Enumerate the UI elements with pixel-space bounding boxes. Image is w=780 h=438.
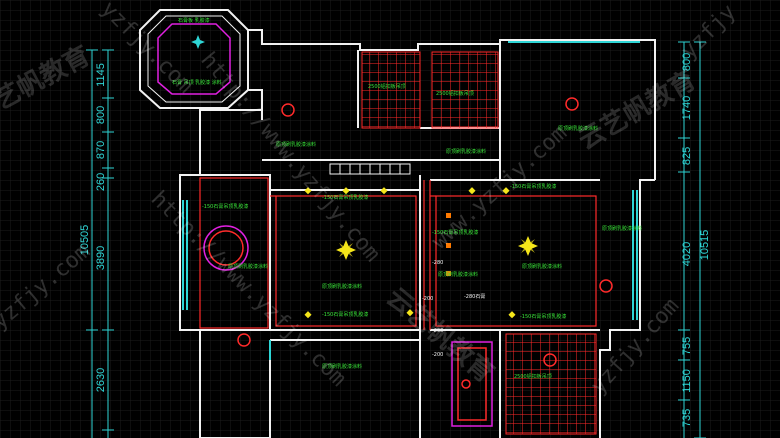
note-bottom-left-room: 原顶刷乳胶漆涂料 [322, 363, 362, 370]
note-bottom-kitchen: 2500铝扣板吊顶 [514, 373, 552, 380]
note-level-3: -150石膏吊顶乳胶漆 [510, 183, 556, 190]
bay-light-icon [191, 35, 205, 49]
magenta-details [157, 23, 493, 427]
note-bay-window: 石膏 吊顶 乳胶漆 涂料 [172, 79, 222, 86]
note-corridor-left: 原顶刷乳胶漆涂料 [276, 141, 316, 148]
left-dimension-chain [86, 49, 114, 438]
dim-left-260: 260 [95, 173, 107, 191]
note-bath-1: 2500铝扣板吊顶 [368, 83, 406, 90]
windows [182, 41, 640, 360]
dim-left-2630: 2630 [95, 368, 107, 392]
note-label-b: -280 [432, 260, 443, 266]
note-level-2: -150石膏吊顶乳胶漆 [322, 194, 368, 201]
ceiling-light-markers [237, 97, 613, 389]
dim-left-1145: 1145 [95, 63, 107, 87]
kitchen-ceiling-grid [505, 333, 597, 435]
note-center-mid: 原顶刷乳胶漆涂料 [438, 271, 478, 278]
dim-left-870: 870 [95, 141, 107, 159]
note-level-1: -150石膏吊顶乳胶漆 [202, 203, 248, 210]
note-bath-2: 2500铝扣板吊顶 [436, 90, 474, 97]
note-round-room: 原顶刷乳胶漆涂料 [228, 263, 268, 270]
note-step-1: -200 [422, 296, 433, 302]
note-corridor-right: 原顶刷乳胶漆涂料 [446, 148, 486, 155]
note-level-4: -150石膏吊顶乳胶漆 [432, 229, 478, 236]
dim-right-825: 825 [681, 147, 693, 165]
bath2-ceiling-grid [431, 51, 499, 129]
cabinet-strip [329, 163, 411, 175]
dim-right-1150: 1150 [681, 369, 693, 393]
note-living: 原顶刷乳胶漆涂料 [322, 283, 362, 290]
note-label-a: -280石膏 [464, 293, 485, 300]
note-top-right-room: 原顶刷乳胶漆涂料 [558, 125, 598, 132]
note-step-3: -200 [432, 352, 443, 358]
chandelier-dining-icon [518, 236, 538, 256]
note-level-6: -150石膏吊顶乳胶漆 [520, 313, 566, 320]
note-dining: 原顶刷乳胶漆涂料 [522, 263, 562, 270]
right-dimension-chain [678, 41, 706, 438]
bath1-ceiling-grid [361, 51, 421, 129]
dim-right-total: 10515 [699, 230, 711, 261]
dim-right-1740: 1740 [681, 96, 693, 120]
downlights [304, 187, 516, 319]
dim-right-4020: 4020 [681, 242, 693, 266]
note-top-left-room: 石膏板 乳胶漆 [178, 17, 210, 24]
chandelier-living-icon [336, 240, 356, 260]
spot-lights [446, 213, 451, 276]
dim-right-735: 735 [681, 409, 693, 427]
dim-left-800: 800 [95, 106, 107, 124]
dim-right-800: 800 [681, 53, 693, 71]
dim-left-3890: 3890 [95, 246, 107, 270]
note-level-5: -150石膏吊顶乳胶漆 [322, 311, 368, 318]
note-step-2: -200 [432, 328, 443, 334]
note-right-bedroom: 原顶刷乳胶漆涂料 [602, 225, 642, 232]
dim-right-755: 755 [681, 337, 693, 355]
ceiling-outlines [199, 177, 597, 330]
dim-left-total: 10505 [79, 225, 91, 256]
